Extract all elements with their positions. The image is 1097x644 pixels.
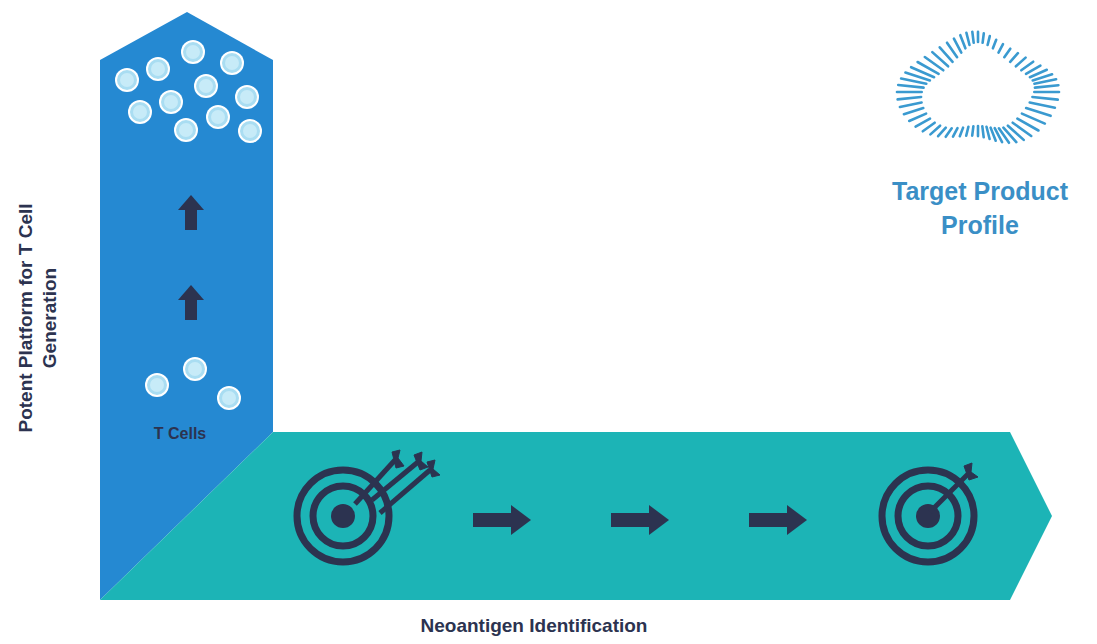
logo-stroke xyxy=(900,103,922,107)
logo-stroke xyxy=(923,123,935,132)
logo-stroke xyxy=(972,32,973,43)
logo-stroke xyxy=(898,85,923,88)
logo-stroke xyxy=(1030,70,1047,77)
logo-stroke xyxy=(918,62,939,74)
logo-stroke xyxy=(1016,58,1026,67)
logo-stroke xyxy=(954,39,961,53)
axis-title: Potent Platform for T Cell Generation xyxy=(14,178,62,458)
logo-stroke xyxy=(1033,74,1052,80)
logo-stroke xyxy=(1021,62,1033,71)
logo-stroke xyxy=(999,44,1004,53)
logo-stroke xyxy=(1035,85,1059,87)
logo-stroke xyxy=(987,127,990,139)
logo-stroke xyxy=(940,47,953,62)
logo-stroke xyxy=(1004,49,1010,58)
logo-stroke xyxy=(982,126,983,137)
logo-stroke xyxy=(1022,114,1045,124)
logo-stroke xyxy=(898,97,922,99)
logo-stroke xyxy=(1010,53,1018,62)
logo-mark xyxy=(897,32,1059,143)
logo-stroke xyxy=(1032,97,1057,100)
band-shape xyxy=(100,432,1052,600)
logo-stroke xyxy=(930,126,940,135)
logo-stroke xyxy=(1030,103,1055,108)
logo-stroke xyxy=(1026,66,1040,74)
logo-stroke xyxy=(1034,91,1059,94)
logo-stroke xyxy=(897,91,922,94)
logo-stroke xyxy=(932,52,948,66)
logo-stroke xyxy=(960,128,963,137)
logo-stroke xyxy=(1017,119,1038,131)
logo-stroke xyxy=(977,32,980,42)
logo-stroke xyxy=(1026,108,1051,116)
logo-stroke xyxy=(993,40,996,49)
logo-stroke xyxy=(999,128,1009,143)
band-label: T Cells xyxy=(154,425,206,443)
logo-stroke xyxy=(905,73,930,81)
logo-stroke xyxy=(972,126,973,135)
right-arrow xyxy=(611,505,669,535)
up-arrow xyxy=(178,195,204,230)
axis-label: Neoantigen Identification xyxy=(421,615,648,637)
up-arrow xyxy=(178,285,204,320)
logo-stroke xyxy=(1008,126,1024,140)
logo-stroke xyxy=(909,114,926,121)
horizontal-band: Neoantigen Identification xyxy=(100,432,1052,600)
logo-stroke xyxy=(991,128,996,141)
logo-caption: Target Product Profile xyxy=(855,174,1097,242)
logo-stroke xyxy=(966,33,969,45)
logo-stroke xyxy=(977,126,980,136)
band-fill xyxy=(100,432,1052,600)
logo-stroke xyxy=(916,119,930,127)
logo-stroke xyxy=(925,57,944,70)
logo-stroke xyxy=(966,127,968,136)
logo-stroke xyxy=(1013,123,1031,136)
logo-stroke xyxy=(983,33,984,42)
logo-stroke xyxy=(1003,128,1016,143)
logo-stroke xyxy=(904,108,923,114)
logo-stroke xyxy=(911,67,934,77)
logo-stroke xyxy=(953,128,958,137)
logo-stroke xyxy=(947,43,957,58)
logo-stroke xyxy=(946,128,952,137)
t-cell-cluster xyxy=(115,40,262,143)
logo-stroke xyxy=(988,36,990,45)
logo-stroke xyxy=(995,128,1002,142)
right-arrow xyxy=(749,505,807,535)
target-many-arrows xyxy=(297,450,440,562)
target-hit xyxy=(882,463,978,562)
logo-stroke xyxy=(960,35,965,48)
logo-stroke xyxy=(938,128,946,137)
t-cell-group xyxy=(145,357,241,410)
logo-stroke xyxy=(901,79,926,84)
right-arrow xyxy=(473,505,531,535)
logo-stroke xyxy=(1034,79,1056,84)
